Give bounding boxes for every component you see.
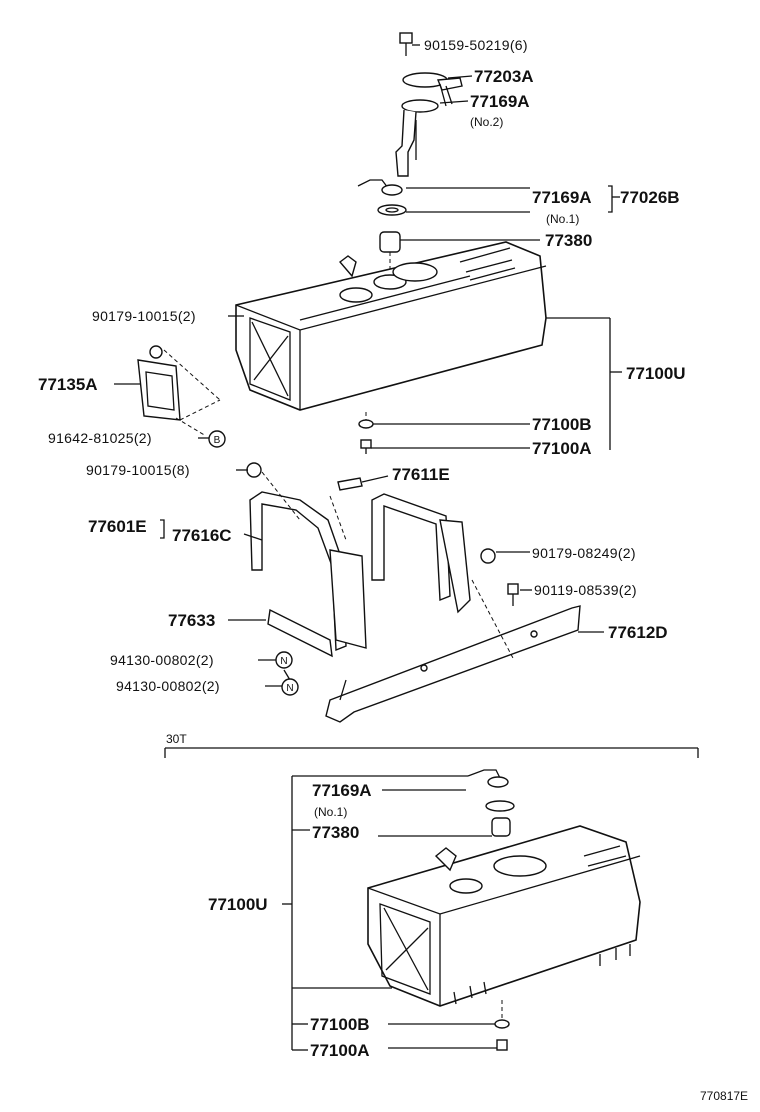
label-77380-bot: 77380 [312, 823, 359, 842]
nut-90179-08249 [480, 548, 530, 564]
label-77100U-bot: 77100U [208, 895, 268, 914]
bracket-line-77100U-30T [282, 775, 468, 1051]
label-77100U-top: 77100U [626, 364, 686, 383]
tank-band-77633 [329, 493, 471, 649]
bolt-90119-08539 [507, 583, 532, 606]
label-90179-10015-b: 90179-10015(8) [86, 462, 190, 478]
label-90159-50219: 90159-50219(6) [424, 37, 528, 53]
label-no1-top: (No.1) [546, 212, 579, 226]
circle-mark-n1: N [275, 651, 293, 669]
circle-mark-b: B [208, 430, 226, 448]
label-90179-08249: 90179-08249(2) [532, 545, 636, 561]
label-77601E: 77601E [88, 517, 147, 536]
label-77633: 77633 [168, 611, 215, 630]
bolt-77611E [329, 475, 389, 541]
filter-77380 [379, 231, 540, 270]
circle-mark-n2-label: N [286, 683, 293, 694]
30T-bracket-line [164, 747, 699, 758]
label-no2: (No.2) [470, 115, 503, 129]
figure-ref-number: 770817E [700, 1089, 748, 1103]
label-77169A-mid: 77169A [532, 188, 592, 207]
label-90179-10015-a: 90179-10015(2) [92, 308, 196, 324]
label-77100A-top: 77100A [532, 439, 592, 458]
drain-plug-parts-30T [388, 1000, 510, 1051]
label-77203A: 77203A [474, 67, 534, 86]
label-77100B-bot: 77100B [310, 1015, 370, 1034]
sender-element-no1 [357, 179, 620, 216]
fuel-tank-top [235, 241, 622, 450]
label-90119-08539: 90119-08539(2) [534, 582, 637, 598]
label-77169A-top: 77169A [470, 92, 530, 111]
bracket-77612D [325, 605, 604, 723]
label-77611E: 77611E [392, 465, 450, 484]
drain-plug-parts-top [358, 412, 530, 454]
bracket-77135A [114, 345, 221, 437]
label-30T: 30T [166, 732, 187, 746]
sender-element-30T [378, 769, 515, 837]
label-77169A-bot: 77169A [312, 781, 372, 800]
label-no1-bot: (No.1) [314, 805, 347, 819]
circle-mark-n1-label: N [280, 656, 287, 667]
label-77026B: 77026B [620, 188, 680, 207]
circle-mark-b-label: B [214, 435, 221, 446]
label-77612D: 77612D [608, 623, 668, 642]
label-77380-top: 77380 [545, 231, 592, 250]
label-77100A-bot: 77100A [310, 1041, 370, 1060]
label-77135A: 77135A [38, 375, 98, 394]
fuel-sender-gauge [395, 72, 473, 177]
label-77100B-top: 77100B [532, 415, 592, 434]
label-94130-00802-a: 94130-00802(2) [110, 652, 214, 668]
bolt-90159 [399, 32, 420, 56]
label-94130-00802-b: 94130-00802(2) [116, 678, 220, 694]
label-91642-81025: 91642-81025(2) [48, 430, 152, 446]
label-77616C: 77616C [172, 526, 232, 545]
fuel-tank-30T [367, 825, 641, 1007]
circle-mark-n2: N [281, 678, 299, 696]
